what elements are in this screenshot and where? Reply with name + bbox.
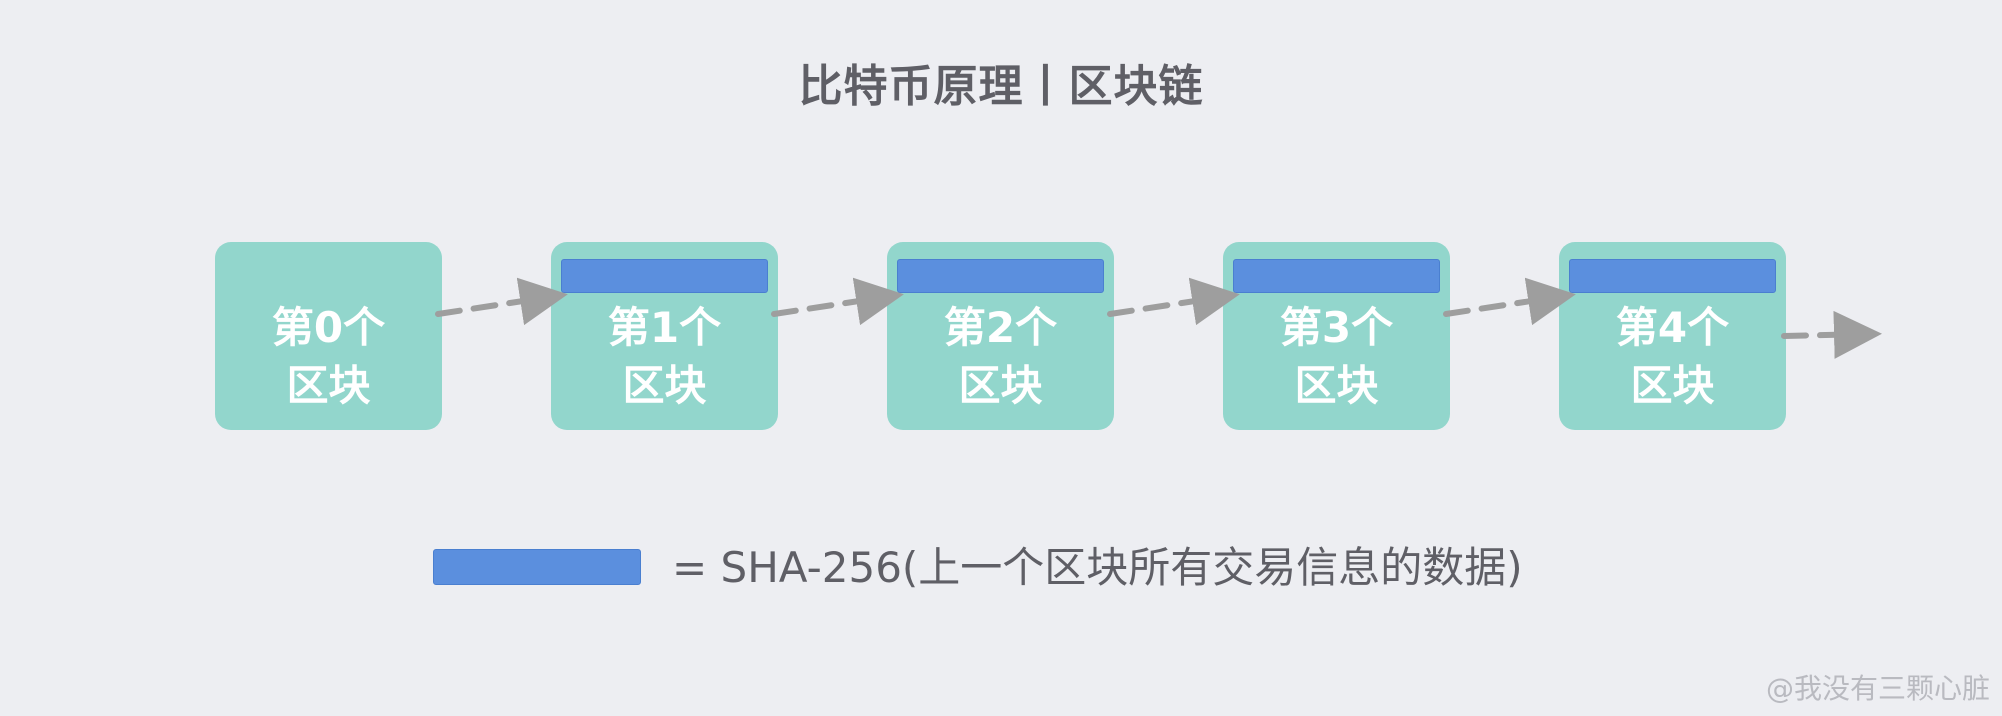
block-1: 第1个 区块 xyxy=(551,242,778,430)
block-3-label-line2: 区块 xyxy=(1294,361,1379,410)
block-1-label-line1: 第1个 xyxy=(607,303,722,352)
block-4-prev-hash-bar xyxy=(1569,259,1776,293)
arrow-block-2-to-3 xyxy=(1107,277,1240,326)
block-4-label-line2: 区块 xyxy=(1630,361,1715,410)
block-3-label-line1: 第3个 xyxy=(1279,303,1394,352)
block-1-label-line2: 区块 xyxy=(622,361,707,410)
block-3: 第3个 区块 xyxy=(1223,242,1450,430)
block-0: 第0个 区块 xyxy=(215,242,442,430)
block-0-label-line2: 区块 xyxy=(286,361,371,410)
block-3-prev-hash-bar xyxy=(1233,259,1440,293)
block-0-label-line1: 第0个 xyxy=(271,303,386,352)
arrow-block-3-to-4 xyxy=(1443,277,1576,326)
legend-hash-bar xyxy=(433,549,641,585)
legend-text: = SHA-256(上一个区块所有交易信息的数据) xyxy=(672,543,1523,592)
arrow-block-4-to-next xyxy=(1781,310,1882,359)
block-1-prev-hash-bar xyxy=(561,259,768,293)
block-4: 第4个 区块 xyxy=(1559,242,1786,430)
diagram-title: 比特币原理丨区块链 xyxy=(798,61,1204,112)
watermark: @我没有三颗心脏 xyxy=(1765,672,1990,705)
block-4-label-line1: 第4个 xyxy=(1615,303,1730,352)
block-2-label-line1: 第2个 xyxy=(943,303,1058,352)
block-2: 第2个 区块 xyxy=(887,242,1114,430)
arrow-block-1-to-2 xyxy=(771,277,904,326)
arrow-block-0-to-1 xyxy=(435,277,568,326)
block-2-label-line2: 区块 xyxy=(958,361,1043,410)
block-2-prev-hash-bar xyxy=(897,259,1104,293)
